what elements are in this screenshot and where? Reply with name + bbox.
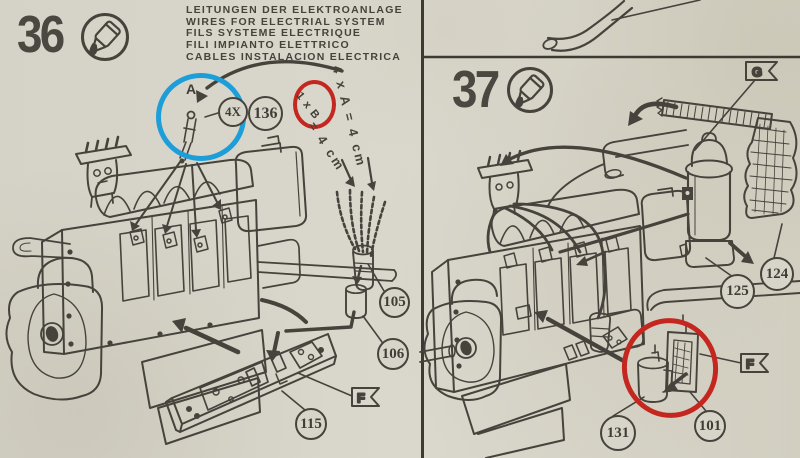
- coil-and-manifold-drawing: [500, 97, 798, 268]
- step36-leaders: [281, 263, 385, 411]
- flag-f-step37: F: [740, 353, 769, 373]
- panel-dividers: [421, 0, 800, 458]
- wire-a-label: A: [186, 81, 197, 97]
- step36-engine-drawing: [5, 135, 397, 445]
- multilingual-title: LEITUNGEN DER ELEKTROANLAGE WIRES FOR EL…: [186, 4, 403, 64]
- flag-letter: F: [357, 391, 365, 406]
- step-37-number: 37: [452, 61, 500, 119]
- step37-leaders: [612, 79, 783, 417]
- title-line-fr: FILS SYSTEME ELECTRIQUE: [186, 27, 362, 40]
- wire-a-quantity-badge: 4X: [218, 97, 248, 127]
- part-circle-124: 124: [760, 257, 794, 291]
- title-line-es: CABLES INSTALACION ELECTRICA: [186, 50, 402, 63]
- glue-icon: [81, 13, 129, 61]
- bracket-placement-arrows: [172, 318, 280, 362]
- step37-engine-drawing: [419, 149, 800, 458]
- part-circle-105: 105: [379, 287, 410, 318]
- socket-placement-arrow: [534, 310, 625, 363]
- flag-letter: F: [746, 357, 754, 372]
- flag-letter: G: [752, 65, 762, 80]
- title-line-en: WIRES FOR ELECTRIAL SYSTEM: [186, 15, 386, 28]
- flag-g-step37: G: [745, 61, 778, 81]
- part-circle-136: 136: [248, 96, 283, 131]
- parts-131-101-drawing: [637, 314, 699, 403]
- part-circle-101: 101: [694, 410, 726, 442]
- wire-tag: [129, 207, 233, 253]
- flag-f-step36: F: [351, 387, 380, 407]
- part-circle-131: 131: [600, 415, 636, 451]
- part-circle-115: 115: [295, 408, 327, 440]
- bracket-plate-115-drawing: [165, 333, 337, 433]
- wire-bundle-drawing: [284, 156, 387, 333]
- red-highlight-ring-wire-b: [293, 80, 336, 129]
- step-36-number: 36: [17, 6, 65, 64]
- title-line-de: LEITUNGEN DER ELEKTROANLAGE: [186, 4, 403, 16]
- part-circle-106: 106: [377, 338, 409, 370]
- previous-step-tube: [542, 0, 701, 52]
- part-circle-125: 125: [720, 274, 755, 309]
- title-line-it: FILI IMPIANTO ELETTRICO: [186, 39, 350, 52]
- wire-a-placement-arrows: [130, 161, 221, 238]
- glue-icon: [507, 67, 553, 113]
